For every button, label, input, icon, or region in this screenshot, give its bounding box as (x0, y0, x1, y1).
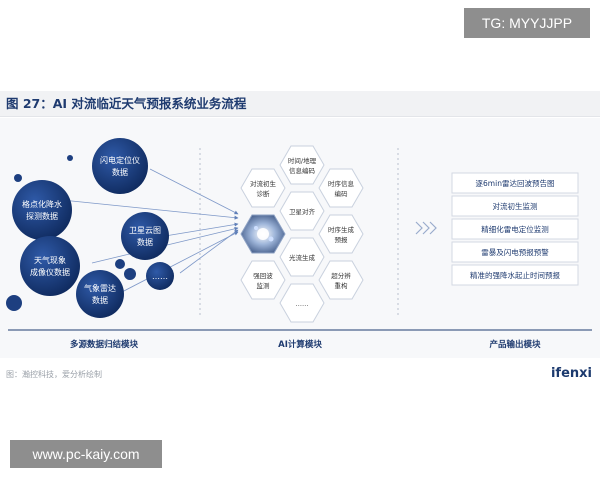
process-diagram: 闪电定位仪 数据 格点化降水 探测数据 卫星云图 数据 天气现象 成像仪数据 气… (6, 138, 592, 350)
hex-label: 信息编码 (289, 166, 316, 175)
hex-label: 监测 (257, 281, 271, 290)
input-node-label: 探测数据 (26, 211, 58, 221)
output-item-label: 逐6min雷达回波预告图 (476, 178, 555, 188)
hex-label: 强回波 (253, 271, 273, 280)
hex-label: 预报 (335, 235, 349, 244)
input-node-satellite: 卫星云图 数据 (121, 212, 169, 260)
ai-module-label: AI计算模块 (278, 339, 322, 350)
input-node-label: 数据 (92, 295, 108, 305)
output-item: 精准的强降水起止时间预报 (451, 264, 579, 286)
input-node-label: 成像仪数据 (30, 267, 70, 277)
input-node-more: …… (146, 262, 174, 290)
hex-label: 卫星对齐 (289, 207, 316, 216)
hex-label: 超分辨 (331, 271, 351, 280)
input-node-imager: 天气现象 成像仪数据 (20, 236, 80, 296)
output-item-label: 精准的强降水起止时间预报 (470, 270, 560, 280)
hex-optical-flow: 光流生成 (279, 237, 325, 277)
input-arrows (61, 168, 239, 294)
hex-geo-encoding: 时间/地理 信息编码 (279, 145, 325, 185)
watermark-telegram: TG: MYYJJPP (464, 8, 590, 38)
hex-label: 时间/地理 (288, 156, 317, 165)
input-node-label: 数据 (137, 237, 153, 247)
hex-label: 时序生成 (328, 225, 355, 234)
input-node-radar: 气象雷达 数据 (76, 270, 124, 318)
output-item: 雷暴及闪电预报预警 (451, 241, 579, 263)
hex-label: 光流生成 (289, 253, 316, 262)
input-node-label: 格点化降水 (22, 199, 62, 209)
output-module-label: 产品输出模块 (489, 339, 541, 350)
hex-temporal-forecast: 时序生成 预报 (318, 214, 364, 254)
input-node-lightning: 闪电定位仪 数据 (92, 138, 148, 194)
hex-satellite-align: 卫星对齐 (279, 191, 325, 231)
watermark-url: www.pc-kaiy.com (10, 440, 162, 468)
output-item-label: 精细化雷电定位监测 (481, 224, 549, 234)
hex-label: 诊断 (257, 189, 271, 198)
input-node-precip: 格点化降水 探测数据 (12, 180, 72, 240)
output-item-label: 对流初生监测 (493, 201, 538, 211)
output-item: 逐6min雷达回波预告图 (451, 172, 579, 194)
input-node-label: 闪电定位仪 (100, 155, 140, 165)
input-node-label: 卫星云图 (129, 226, 161, 235)
brand-logo: ifenxi (550, 366, 592, 381)
hex-label: 时序信息 (328, 179, 355, 188)
hex-convection-diagnosis: 对流初生 诊断 (240, 168, 286, 208)
input-node-label: …… (152, 272, 168, 281)
hex-core-image (240, 214, 286, 254)
input-node-label: 气象雷达 (84, 283, 116, 293)
hex-more: …… (279, 283, 325, 323)
hex-label: 编码 (335, 189, 349, 198)
output-item: 对流初生监测 (451, 195, 579, 217)
hex-strong-echo: 强回波 监测 (240, 260, 286, 300)
figure-title: 图 27：AI 对流临近天气预报系统业务流程 (0, 91, 600, 117)
output-item-label: 雷暴及闪电预报预警 (481, 247, 549, 257)
input-node-label: 天气现象 (34, 255, 66, 265)
output-list: 逐6min雷达回波预告图 对流初生监测 精细化雷电定位监测 雷暴及闪电预报预警 … (451, 172, 579, 286)
hex-label: 重构 (335, 281, 349, 290)
input-node-label: 数据 (112, 167, 128, 177)
input-module-label: 多源数据归结模块 (70, 339, 139, 350)
output-item: 精细化雷电定位监测 (451, 218, 579, 240)
hex-super-resolution: 超分辨 重构 (318, 260, 364, 300)
source-note: 图：瀚控科技，爱分析绘制 (6, 370, 102, 379)
chevron-arrows-icon (415, 221, 437, 235)
hex-label: …… (296, 300, 309, 308)
ai-hex-cells: 时间/地理 信息编码 对流初生 诊断 时序信息 编码 卫星对齐 时序生成 预报 (240, 145, 364, 323)
hex-temporal-encoding: 时序信息 编码 (318, 168, 364, 208)
hex-label: 对流初生 (250, 179, 277, 188)
